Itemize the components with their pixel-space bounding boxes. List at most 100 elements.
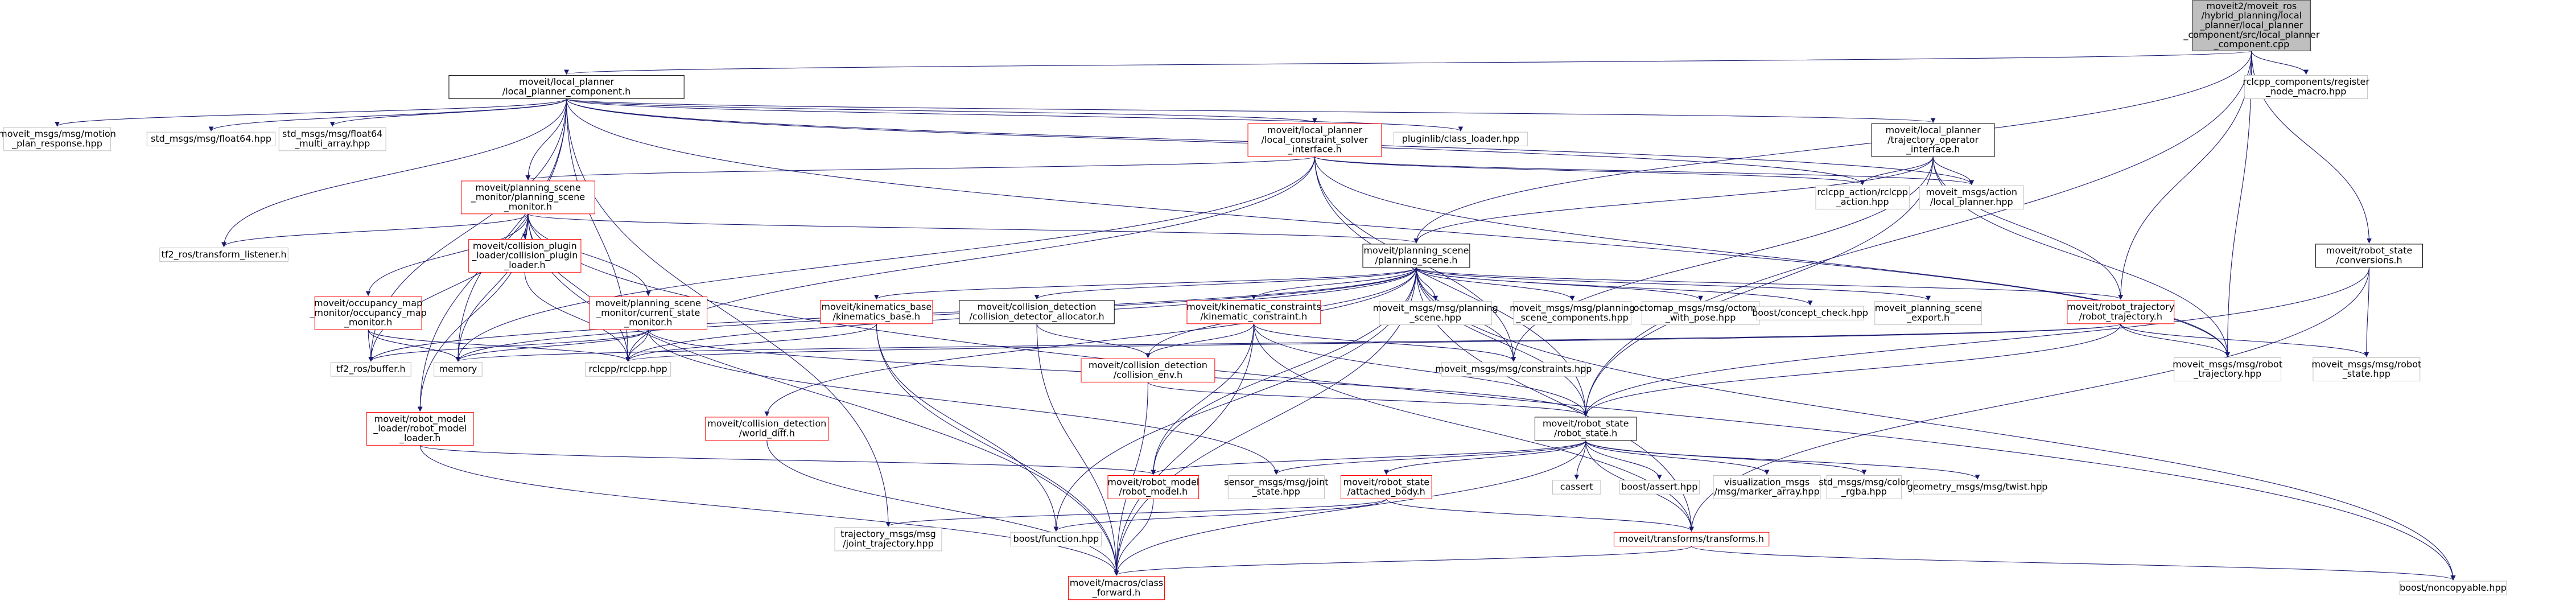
node-noncopy[interactable]: boost/noncopyable.hpp bbox=[2399, 581, 2507, 595]
edge-psm-to-ps bbox=[527, 213, 1419, 244]
node-label-line: moveit/collision_detection bbox=[978, 302, 1097, 313]
edge-lpc-to-lcsi bbox=[566, 98, 1317, 124]
node-label-line: _plan_response.hpp bbox=[11, 138, 102, 149]
node-float64multi[interactable]: std_msgs/msg/float64_multi_array.hpp bbox=[278, 127, 386, 151]
node-worlddiff[interactable]: moveit/collision_detection/world_diff.h bbox=[705, 417, 829, 441]
node-rclreg[interactable]: rclcpp_components/register_node_macro.hp… bbox=[2243, 75, 2369, 99]
node-label-line: moveit_msgs/msg/planning bbox=[1510, 302, 1635, 314]
node-jtraj[interactable]: trajectory_msgs/msg/joint_trajectory.hpp bbox=[834, 527, 942, 552]
node-box bbox=[1874, 301, 1983, 326]
node-lpc[interactable]: moveit/local_planner/local_planner_compo… bbox=[448, 75, 685, 99]
node-label-line: moveit/planning_scene bbox=[475, 182, 580, 194]
edge-lpc-to-tf2listener bbox=[221, 98, 567, 248]
node-label-line: moveit/macros/class bbox=[1070, 577, 1163, 588]
node-tf2listener[interactable]: tf2_ros/transform_listener.h bbox=[159, 247, 288, 262]
node-rtrajmsg[interactable]: moveit_msgs/msg/robot_trajectory.hpp bbox=[2173, 357, 2282, 382]
node-psm[interactable]: moveit/planning_scene_monitor/planning_s… bbox=[461, 180, 595, 215]
node-macros[interactable]: moveit/macros/class_forward.h bbox=[1068, 576, 1165, 600]
edge-ps-to-noncopy bbox=[1416, 267, 2456, 581]
node-label-line: sensor_msgs/msg/joint bbox=[1224, 476, 1328, 488]
node-rstatemsg[interactable]: moveit_msgs/msg/robot_state.hpp bbox=[2311, 357, 2421, 382]
node-rtraj[interactable]: moveit/robot_trajectory/robot_trajectory… bbox=[2067, 300, 2174, 324]
node-label-line: _with_pose.hpp bbox=[1665, 312, 1736, 323]
edge-lcsi-to-rclaction bbox=[1314, 156, 1865, 186]
edge-psm-to-tf2listener bbox=[221, 213, 529, 248]
node-box bbox=[1010, 532, 1102, 546]
edge-cenv-to-rs bbox=[1147, 381, 1588, 417]
edge-rtraj-to-rtrajmsg bbox=[2120, 323, 2230, 357]
node-octomap[interactable]: octomap_msgs/msg/octomap_with_pose.hpp bbox=[1634, 301, 1768, 326]
node-lcsi[interactable]: moveit/local_planner/local_constraint_so… bbox=[1247, 123, 1382, 157]
node-psmsg[interactable]: moveit_msgs/msg/planning_scene.hpp bbox=[1373, 301, 1498, 326]
node-rm[interactable]: moveit/robot_model/robot_model.h bbox=[1107, 475, 1199, 500]
node-occ[interactable]: moveit/occupancy_map_monitor/occupancy_m… bbox=[309, 296, 427, 330]
node-cpl[interactable]: moveit/collision_plugin_loader/collision… bbox=[468, 239, 582, 273]
node-box bbox=[1441, 362, 1586, 377]
node-actionlp[interactable]: moveit_msgs/action/local_planner.hpp bbox=[1919, 185, 2024, 209]
node-ps[interactable]: moveit/planning_scene/planning_scene.h bbox=[1362, 244, 1470, 268]
node-label-line: moveit/kinematics_base bbox=[821, 302, 932, 313]
node-box bbox=[1619, 480, 1700, 495]
node-label-line: boost/assert.hpp bbox=[1621, 481, 1697, 492]
edge-rs-to-rm bbox=[1151, 440, 1586, 475]
node-label-line: _export.h bbox=[1906, 312, 1949, 323]
node-label-line: moveit/occupancy_map bbox=[314, 298, 422, 309]
node-twist[interactable]: geometry_msgs/msg/twist.hpp bbox=[1907, 480, 2048, 495]
node-attached[interactable]: moveit/robot_state/attached_body.h bbox=[1340, 475, 1432, 500]
node-label-line: /conversions.h bbox=[2336, 255, 2402, 266]
edge-psm-to-macros bbox=[527, 213, 1119, 576]
node-constraints[interactable]: moveit_msgs/msg/constraints.hpp bbox=[1435, 362, 1592, 377]
node-pscomp[interactable]: moveit_msgs/msg/planning_scene_component… bbox=[1510, 301, 1635, 326]
node-box bbox=[1340, 475, 1432, 500]
node-psexport[interactable]: moveit_planning_scene_export.h bbox=[1874, 301, 1983, 326]
node-rmloader[interactable]: moveit/robot_model_loader/robot_model_lo… bbox=[366, 412, 474, 446]
edge-ps-to-kinbase bbox=[874, 267, 1417, 300]
node-label-line: boost/concept_check.hpp bbox=[1752, 307, 1868, 319]
node-root[interactable]: moveit2/moveit_ros/hybrid_planning/local… bbox=[2183, 0, 2320, 52]
node-rclcpp[interactable]: rclcpp/rclcpp.hpp bbox=[584, 362, 671, 377]
node-pluginlib[interactable]: pluginlib/class_loader.hpp bbox=[1393, 131, 1528, 146]
node-rsconv[interactable]: moveit/robot_state/conversions.h bbox=[2315, 244, 2423, 268]
node-label-line: moveit/robot_state bbox=[1343, 476, 1430, 488]
node-cdalloc[interactable]: moveit/collision_detection/collision_det… bbox=[959, 300, 1115, 324]
node-label-line: _node_macro.hpp bbox=[2265, 86, 2346, 97]
node-kinbase[interactable]: moveit/kinematics_base/kinematics_base.h bbox=[820, 300, 933, 324]
node-rs[interactable]: moveit/robot_state/robot_state.h bbox=[1534, 417, 1637, 441]
edge-cpl-to-rclcpp bbox=[524, 272, 630, 362]
node-memory[interactable]: memory bbox=[434, 362, 483, 377]
node-label-line: memory bbox=[439, 364, 477, 374]
node-label-line: /collision_env.h bbox=[1114, 369, 1182, 381]
edge-lpc-to-rclaction bbox=[566, 98, 1865, 186]
edge-attached-to-transforms bbox=[1386, 499, 1694, 532]
node-bfunc[interactable]: boost/function.hpp bbox=[1010, 532, 1102, 546]
node-box bbox=[1393, 131, 1528, 146]
node-motionresp[interactable]: moveit_msgs/msg/motion_plan_response.hpp bbox=[0, 127, 116, 151]
node-concept[interactable]: boost/concept_check.hpp bbox=[1752, 306, 1868, 320]
node-kinconstr[interactable]: moveit/kinematic_constraints/kinematic_c… bbox=[1186, 300, 1321, 324]
node-marker[interactable]: visualization_msgs/msg/marker_array.hpp bbox=[1713, 475, 1821, 500]
node-box bbox=[448, 75, 685, 99]
node-float64[interactable]: std_msgs/msg/float64.hpp bbox=[146, 131, 276, 146]
node-rclaction[interactable]: rclcpp_action/rclcpp_action.hpp bbox=[1815, 185, 1910, 209]
node-label-line: boost/function.hpp bbox=[1013, 533, 1099, 544]
node-jointstate[interactable]: sensor_msgs/msg/joint_state.hpp bbox=[1224, 475, 1329, 500]
node-label-line: rclcpp_action/rclcpp bbox=[1817, 187, 1908, 198]
node-cenv[interactable]: moveit/collision_detection/collision_env… bbox=[1081, 358, 1215, 382]
edge-ps-to-macros bbox=[1114, 267, 1417, 576]
edge-lcsi-to-psm bbox=[526, 156, 1316, 180]
node-cassert[interactable]: cassert bbox=[1552, 480, 1601, 495]
node-csm[interactable]: moveit/planning_scene_monitor/current_st… bbox=[589, 296, 708, 330]
node-color[interactable]: std_msgs/msg/color_rgba.hpp bbox=[1819, 475, 1910, 500]
node-bassert[interactable]: boost/assert.hpp bbox=[1619, 480, 1700, 495]
node-box bbox=[2244, 75, 2368, 99]
node-box bbox=[1247, 123, 1382, 157]
node-label-line: moveit/robot_state bbox=[1543, 418, 1629, 430]
node-transforms[interactable]: moveit/transforms/transforms.h bbox=[1613, 532, 1770, 546]
node-label-line: /world_diff.h bbox=[739, 428, 795, 439]
node-tf2buffer[interactable]: tf2_ros/buffer.h bbox=[330, 362, 411, 377]
node-box bbox=[1913, 480, 2042, 495]
node-toi[interactable]: moveit/local_planner/trajectory_operator… bbox=[1871, 123, 1995, 157]
node-label-line: /planning_scene.h bbox=[1375, 255, 1457, 266]
edge-ps-to-cdalloc bbox=[1034, 267, 1417, 300]
node-box bbox=[2399, 581, 2507, 595]
